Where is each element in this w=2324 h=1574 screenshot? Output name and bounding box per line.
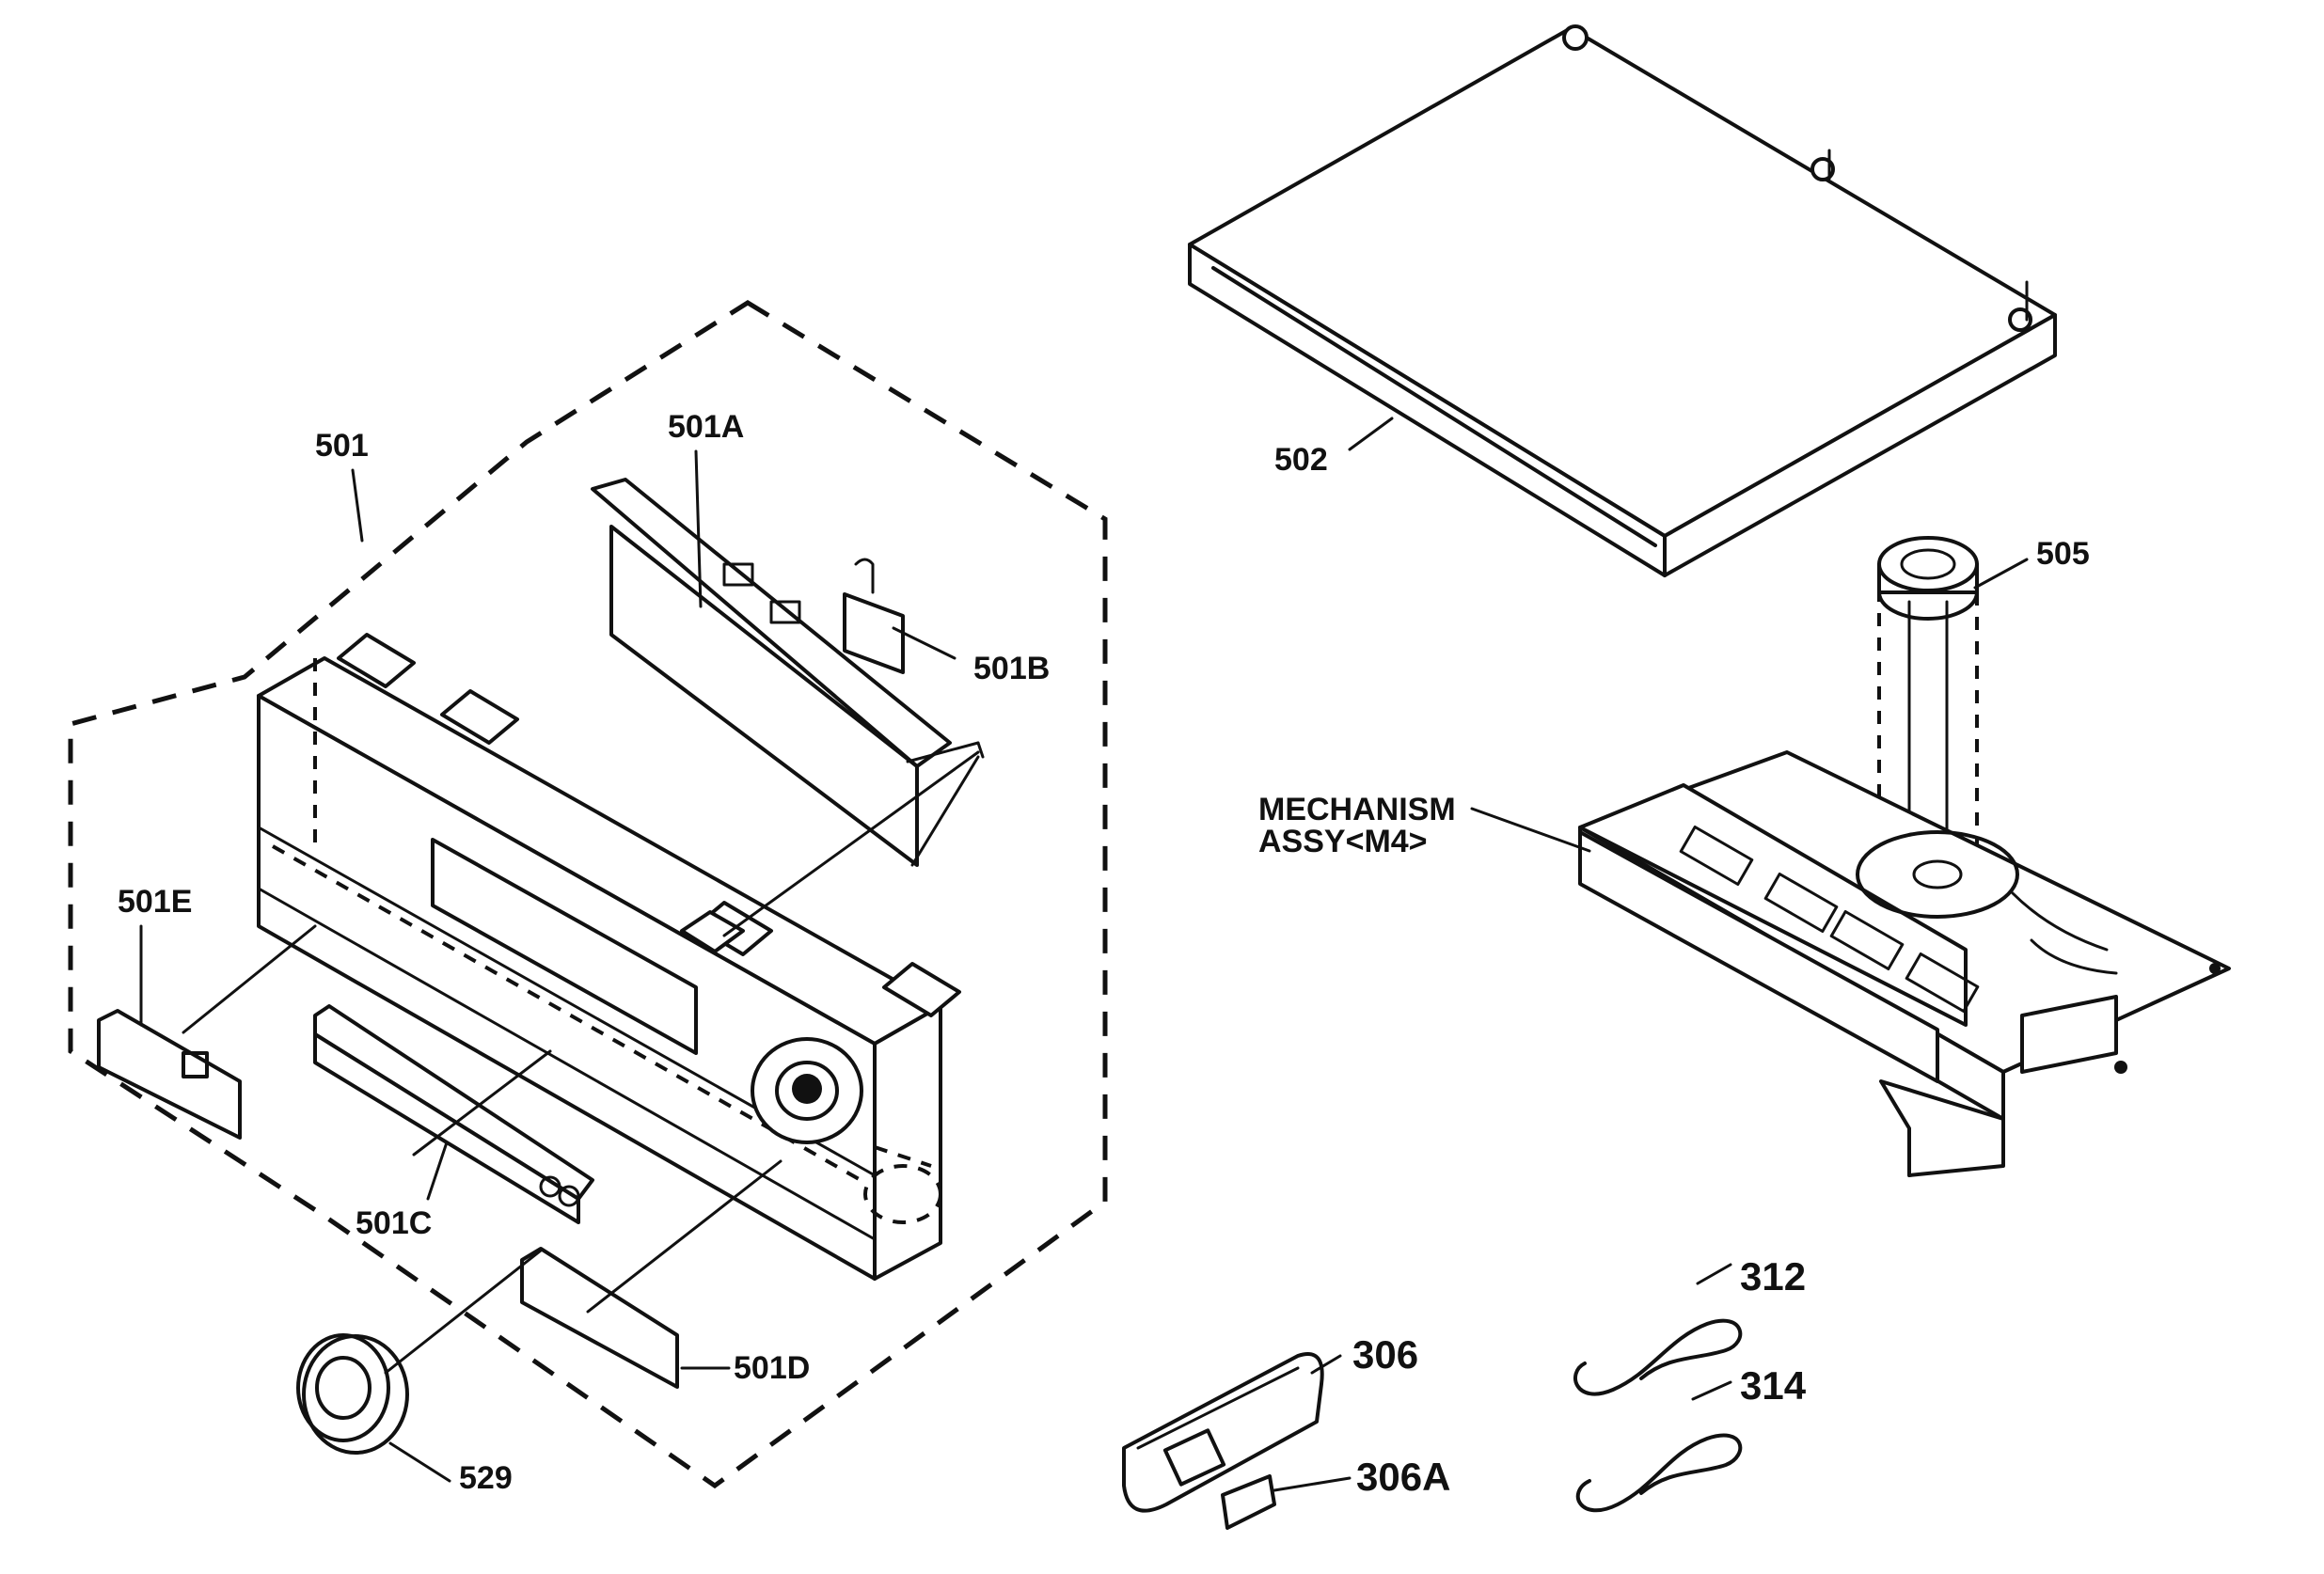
label-529: 529 [459,1460,513,1496]
label-501E: 501E [118,884,192,920]
knob-529 [296,1333,409,1455]
label-312: 312 [1740,1254,1806,1299]
label-501C: 501C [356,1205,432,1241]
label-306A: 306A [1356,1455,1450,1499]
leader-lines [139,417,2029,1492]
label-501: 501 [315,428,369,464]
assembly-501-boundary [68,300,1108,1489]
label-314: 314 [1740,1363,1807,1408]
label-501D: 501D [734,1350,810,1386]
belt-314 [1575,1433,1743,1513]
front-panel [257,633,961,1281]
cassette-door-306 [1122,1352,1324,1513]
label-mechanism: MECHANISM [1258,792,1456,827]
part-501D [520,1247,679,1389]
label-306: 306 [1352,1332,1418,1377]
top-cover-502 [1188,24,2057,577]
label-501A: 501A [668,409,744,445]
board-501B [843,558,905,674]
belt-312 [1573,1318,1743,1396]
part-501E [97,1009,242,1140]
label-assy-m4: ASSY<M4> [1258,824,1428,859]
board-501A [591,478,985,867]
label-502: 502 [1274,442,1328,478]
part-306A [1221,1474,1276,1530]
label-505: 505 [2036,536,2090,572]
mechanism-assy-m4 [1578,750,2231,1177]
label-501B: 501B [973,651,1050,686]
